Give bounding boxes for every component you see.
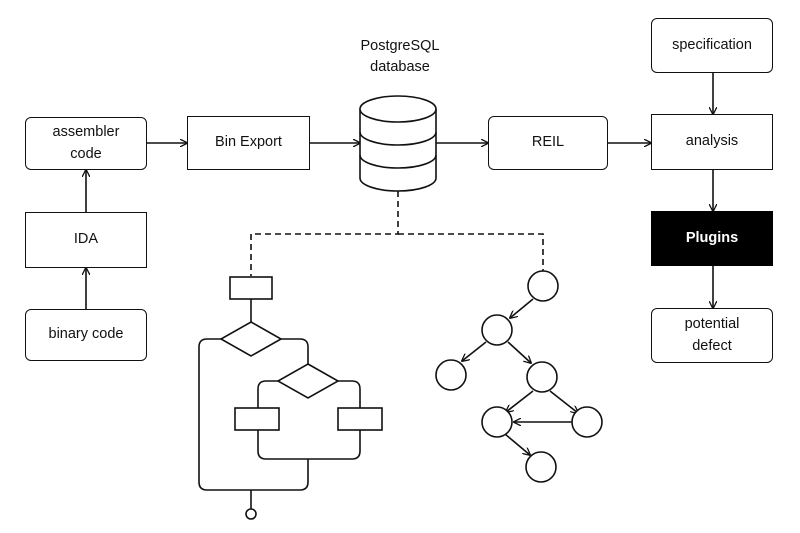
dashed-link-flowchart [250, 191, 399, 276]
database-label: PostgreSQL database [360, 38, 440, 76]
database-cylinder-icon [359, 95, 437, 192]
reil-node: REIL [488, 116, 608, 170]
ida-node: IDA [25, 212, 147, 268]
potential-defect-node: potential defect [651, 308, 773, 363]
specification-node: specification [651, 18, 773, 73]
plugins-node: Plugins [651, 211, 773, 266]
assembler-code-node: assembler code [25, 117, 147, 170]
analysis-node: analysis [651, 114, 773, 170]
dashed-link-callgraph [398, 233, 544, 272]
bin-export-node: Bin Export [187, 116, 310, 170]
control-flow-graph-icon [198, 276, 383, 520]
binary-code-node: binary code [25, 309, 147, 361]
call-graph-icon [435, 270, 603, 483]
